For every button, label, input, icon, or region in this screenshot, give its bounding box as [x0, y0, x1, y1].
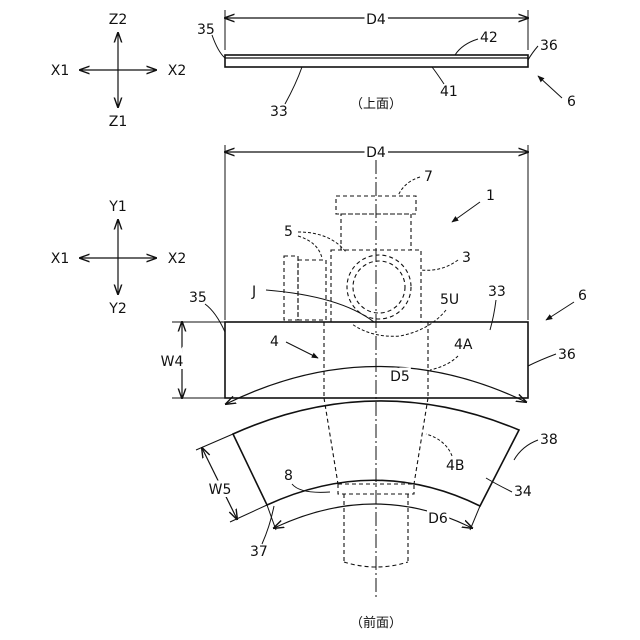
d6-label: D6 [428, 511, 448, 527]
ref-1: 1 [486, 188, 495, 204]
leader-38 [514, 440, 538, 460]
ref-38: 38 [540, 432, 558, 448]
ref-4B: 4B [446, 458, 465, 474]
leader-35-top [212, 35, 225, 58]
d4-top-label: D4 [366, 12, 386, 28]
w5-label: W5 [209, 482, 232, 498]
arrow-1 [452, 202, 480, 222]
shaft-4b-right [414, 398, 428, 484]
leader-7 [398, 177, 420, 196]
arrow-6-front [546, 302, 574, 320]
ref-34: 34 [514, 484, 532, 500]
caption-front-view: （前面） [350, 615, 402, 631]
leader-36-front [528, 354, 556, 366]
ref-3: 3 [462, 250, 471, 266]
ref-37: 37 [250, 544, 268, 560]
leader-33-top [285, 67, 302, 104]
ref-35-front: 35 [189, 290, 207, 306]
leader-35-front [205, 304, 225, 332]
ref-41: 41 [440, 84, 458, 100]
axis-z2-label: Z2 [109, 12, 128, 28]
w4-label: W4 [161, 354, 184, 370]
leader-37 [262, 506, 274, 544]
ref-J: J [251, 284, 256, 300]
leader-5-b [298, 232, 346, 252]
leader-5-a [298, 236, 322, 258]
top-view: D4 35 36 42 41 33 6 （上面） [197, 10, 576, 120]
w5-ext-top [196, 434, 233, 450]
axis-x1-label: X1 [51, 63, 70, 79]
hidden-knob-5-right [298, 260, 326, 320]
hidden-wheel-outer [347, 255, 411, 319]
plate-top-view [225, 55, 528, 67]
leader-4A [430, 356, 458, 370]
caption-top-view: （上面） [350, 97, 402, 112]
ref-4: 4 [270, 334, 279, 350]
axis-y1-label: Y1 [108, 199, 126, 215]
ref-33-front: 33 [488, 284, 506, 300]
axis-x1-label-front: X1 [51, 251, 70, 267]
leader-3 [421, 260, 458, 270]
d5-label: D5 [390, 369, 410, 385]
leader-4B [426, 434, 452, 456]
leader-J [266, 290, 374, 322]
axis-cross-front: Y1 Y2 X1 X2 [51, 199, 187, 317]
ref-36-front: 36 [558, 347, 576, 363]
d6-ext-right [470, 506, 480, 530]
axis-x2-label: X2 [168, 63, 187, 79]
leader-5U [352, 310, 446, 336]
ref-4A: 4A [454, 337, 473, 353]
arrow-4 [286, 342, 318, 358]
w5-ext-bottom [230, 505, 267, 522]
axis-x2-label-front: X2 [168, 251, 187, 267]
axis-y2-label: Y2 [108, 301, 126, 317]
ref-42: 42 [480, 30, 498, 46]
leader-36-top [528, 46, 538, 60]
d4-front-label: D4 [366, 145, 386, 161]
front-view: D4 D5 D6 W4 [161, 145, 587, 631]
ref-33-top: 33 [270, 104, 288, 120]
axis-z1-label: Z1 [109, 114, 128, 130]
ref-6-front: 6 [578, 288, 587, 304]
hidden-wheel-inner [353, 261, 405, 313]
axis-cross-top: Z2 Z1 X1 X2 [51, 12, 187, 130]
ref-7: 7 [424, 169, 433, 185]
ref-5: 5 [284, 224, 293, 240]
leader-33-front [490, 300, 496, 330]
ref-6-top: 6 [567, 94, 576, 110]
arrow-6-top [538, 76, 562, 98]
hidden-knob-5-left [284, 256, 298, 320]
leader-41 [432, 67, 444, 84]
shaft-4b-left [324, 398, 338, 484]
leader-42 [455, 39, 478, 55]
ref-8: 8 [284, 468, 293, 484]
ref-36-top: 36 [540, 38, 558, 54]
ref-5U: 5U [440, 292, 459, 308]
